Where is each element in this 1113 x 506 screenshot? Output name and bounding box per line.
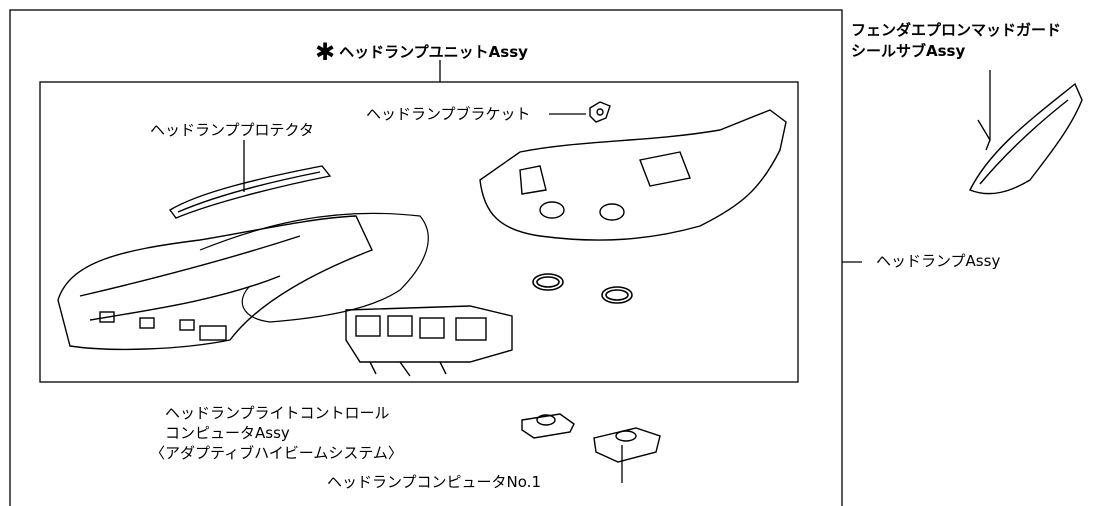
headlamp-module-drawing (345, 305, 513, 377)
headlamp-bracket-drawing (589, 101, 611, 123)
headlamp-computer-no1-label: ヘッドランプコンピュータNo.1 (327, 473, 541, 491)
headlamp-protector-label: ヘッドランププロテクタ (150, 121, 314, 139)
fender-apron-seal-drawing (969, 82, 1083, 195)
light-control-label-line3: 〈アダプティブハイビームシステム〉 (150, 444, 403, 462)
headlamp-rings-drawing (532, 273, 633, 304)
light-control-label-line1: ヘッドランプライトコントロール (165, 404, 390, 422)
headlamp-housing-drawing (479, 109, 787, 241)
headlamp-unit-frame (39, 81, 799, 383)
headlamp-assy-label: ヘッドランプAssy (876, 252, 1001, 270)
asterisk-marker: ✱ (315, 38, 336, 66)
headlamp-unit-label: ✱ヘッドランプユニットAssy (315, 38, 528, 66)
headlamp-lens-drawing (57, 215, 373, 351)
headlamp-gasket-drawing (199, 212, 429, 323)
fender-apron-label-line2: シールサブAssy (851, 42, 966, 60)
headlamp-assy-frame (9, 9, 843, 506)
headlamp-protector-drawing (168, 165, 332, 219)
light-control-computer-drawing (521, 413, 575, 439)
fender-apron-label-line1: フェンダエプロンマッドガード (851, 21, 1062, 39)
headlamp-bracket-label: ヘッドランプブラケット (366, 105, 531, 123)
headlamp-computer-no1-drawing (593, 427, 661, 463)
light-control-label-line2: コンピュータAssy (165, 424, 290, 442)
